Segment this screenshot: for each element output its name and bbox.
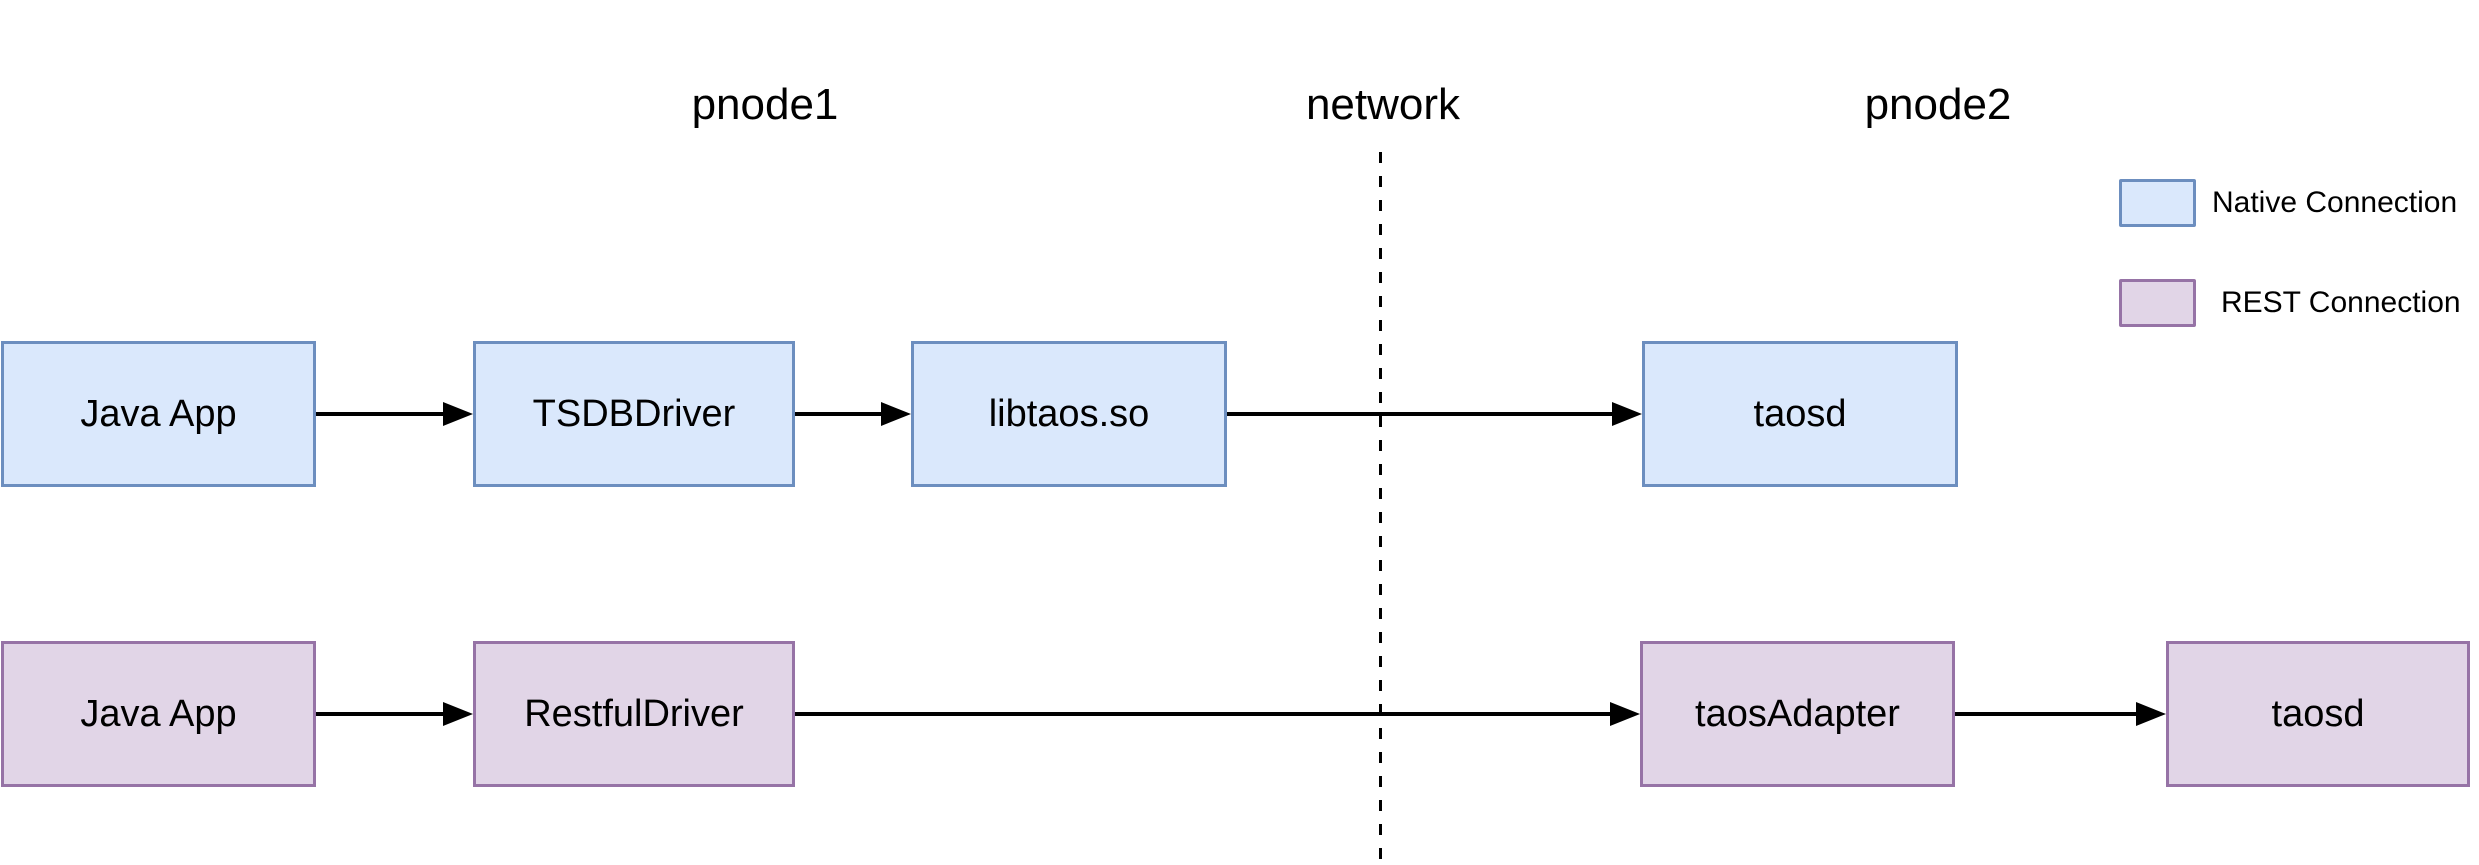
arrow-java-app-to-restfuldriver: [316, 702, 473, 726]
arrow-tsdbdriver-to-libtaos: [795, 402, 911, 426]
zone-label-network: network: [1305, 80, 1461, 129]
arrow-restfuldriver-to-taosadapter: [795, 702, 1640, 726]
arrowhead-icon: [2136, 702, 2166, 726]
node-taosd-native: taosd: [1642, 341, 1958, 487]
node-libtaos-so: libtaos.so: [911, 341, 1227, 487]
network-divider-line: [1379, 152, 1382, 865]
arrowhead-icon: [881, 402, 911, 426]
zone-label-pnode2: pnode2: [1864, 80, 2012, 129]
zone-label-pnode1: pnode1: [691, 80, 839, 129]
arrowhead-icon: [443, 702, 473, 726]
legend-label-native: Native Connection: [2212, 186, 2458, 219]
node-tsdbdriver: TSDBDriver: [473, 341, 795, 487]
node-taosd-rest: taosd: [2166, 641, 2470, 787]
arrow-libtaos-to-taosd: [1227, 402, 1642, 426]
node-restfuldriver: RestfulDriver: [473, 641, 795, 787]
arrow-java-app-to-tsdbdriver: [316, 402, 473, 426]
arrowhead-icon: [443, 402, 473, 426]
legend-label-rest: REST Connection: [2221, 286, 2461, 319]
arrowhead-icon: [1612, 402, 1642, 426]
node-java-app-native: Java App: [1, 341, 316, 487]
arrowhead-icon: [1610, 702, 1640, 726]
node-taosadapter: taosAdapter: [1640, 641, 1955, 787]
rest-connection-swatch: [2119, 279, 2196, 327]
node-java-app-rest: Java App: [1, 641, 316, 787]
native-connection-swatch: [2119, 179, 2196, 227]
legend-item-native: Native Connection: [2119, 179, 2457, 227]
arrow-taosadapter-to-taosd: [1955, 702, 2166, 726]
legend-item-rest: REST Connection: [2119, 278, 2461, 328]
